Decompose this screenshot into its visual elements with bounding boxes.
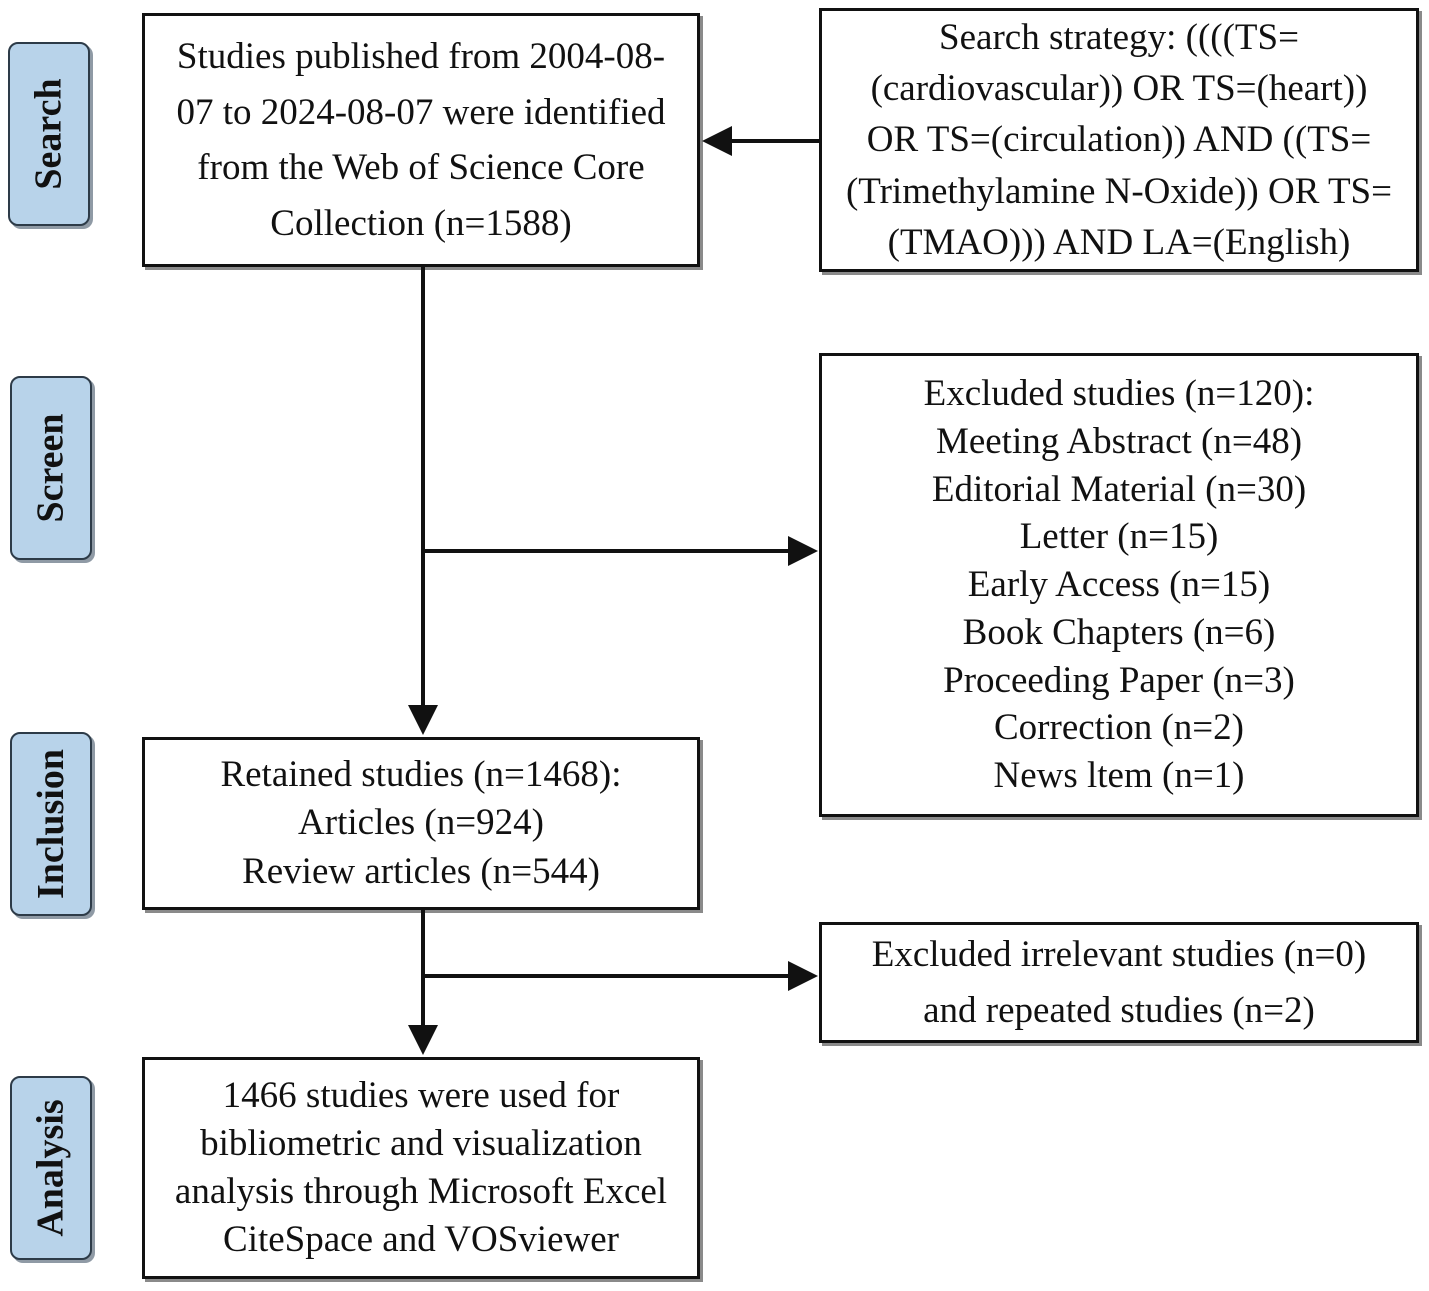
box-line: (TMAO))) AND LA=(English) xyxy=(887,221,1351,263)
arrow-to-excluded-studies xyxy=(423,536,818,566)
box-line: Review articles (n=544) xyxy=(242,850,600,892)
box-line: Articles (n=924) xyxy=(298,802,544,844)
box-line: and repeated studies (n=2) xyxy=(923,989,1315,1031)
box-line: 07 to 2024-08-07 were identified xyxy=(176,91,666,133)
excluded-studies-box: Excluded studies (n=120): Meeting Abstra… xyxy=(819,353,1419,817)
stage-screen: Screen xyxy=(10,376,92,560)
box-line: Proceeding Paper (n=3) xyxy=(943,659,1295,701)
box-line: Studies published from 2004-08- xyxy=(176,36,666,77)
box-line: Meeting Abstract (n=48) xyxy=(935,420,1303,462)
stage-inclusion: Inclusion xyxy=(10,732,92,916)
box-line: Excluded irrelevant studies (n=0) xyxy=(871,934,1367,975)
box-line: (cardiovascular)) OR TS=(heart)) xyxy=(870,68,1368,110)
box-line: (Trimethylamine N-Oxide)) OR TS= xyxy=(845,170,1393,212)
box-line: Collection (n=1588) xyxy=(270,202,572,244)
stage-search: Search xyxy=(8,42,90,226)
box-line: Retained studies (n=1468): xyxy=(220,754,622,796)
box-line: News ltem (n=1) xyxy=(993,755,1245,797)
box-line: Editorial Material (n=30) xyxy=(931,468,1307,510)
box-line: Correction (n=2) xyxy=(994,707,1244,749)
box-line: Book Chapters (n=6) xyxy=(962,611,1276,653)
box-line: Letter (n=15) xyxy=(1019,516,1219,558)
box-line: Excluded studies (n=120): xyxy=(923,373,1315,415)
excluded-irrelevant-box: Excluded irrelevant studies (n=0) and re… xyxy=(819,922,1419,1043)
retained-studies-box: Retained studies (n=1468): Articles (n=9… xyxy=(142,737,700,910)
identified-studies-box: Studies published from 2004-08- 07 to 20… xyxy=(142,13,700,267)
box-line: analysis through Microsoft Excel xyxy=(174,1171,668,1212)
search-strategy-box: Search strategy: ((((TS= (cardiovascular… xyxy=(819,8,1419,272)
box-line: CiteSpace and VOSviewer xyxy=(223,1219,619,1261)
stage-analysis: Analysis xyxy=(10,1076,92,1260)
analysis-box: 1466 studies were used for bibliometric … xyxy=(142,1057,700,1279)
arrow-identified-to-retained xyxy=(408,267,438,735)
box-line: bibliometric and visualization xyxy=(200,1122,642,1164)
arrow-retained-to-analysis xyxy=(408,910,438,1055)
arrow-strategy-to-identified xyxy=(702,126,819,156)
box-line: Early Access (n=15) xyxy=(967,564,1271,606)
box-line: from the Web of Science Core xyxy=(197,147,645,188)
box-line: OR TS=(circulation)) AND ((TS= xyxy=(866,119,1372,161)
box-line: 1466 studies were used for xyxy=(222,1074,620,1116)
arrow-to-excluded-irrelevant xyxy=(423,961,818,991)
box-line: Search strategy: ((((TS= xyxy=(939,17,1299,59)
